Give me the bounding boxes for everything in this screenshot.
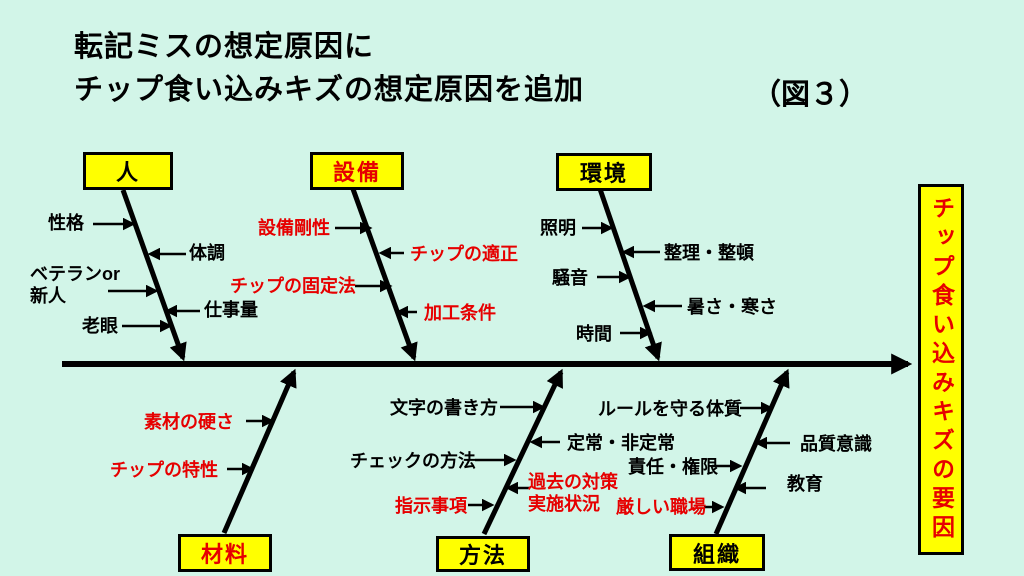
cause-shigotoryo: 仕事量 <box>204 300 258 320</box>
cause-chip-koteiho: チップの固定法 <box>230 276 356 296</box>
effect-box: チップ食い込みキズの要因 <box>918 184 964 555</box>
bone-equipment <box>350 188 418 362</box>
bone-method <box>481 368 564 536</box>
cause-atsusa-samusa: 暑さ・寒さ <box>687 297 777 317</box>
category-label-environment: 環境 <box>579 161 628 186</box>
cause-kako-joken: 加工条件 <box>424 303 496 323</box>
cause-shomei: 照明 <box>540 218 576 238</box>
category-box-material: 材料 <box>178 534 272 572</box>
bone-organization <box>713 368 790 536</box>
bone-material <box>221 368 297 534</box>
cause-seikaku: 性格 <box>48 213 84 233</box>
title-line1: 転記ミスの想定原因に <box>74 31 375 63</box>
cause-check-hoho: チェックの方法 <box>350 451 476 471</box>
category-label-organization: 組織 <box>692 541 741 567</box>
cause-rule-taishitsu: ルールを守る体質 <box>598 399 742 419</box>
cause-sekinin-kengen: 責任・権限 <box>628 457 718 477</box>
category-box-environment: 環境 <box>556 153 652 191</box>
cause-sozai-katasa: 素材の硬さ <box>144 412 234 432</box>
cause-rogan: 老眼 <box>82 316 118 336</box>
cause-veteran: ベテランor 新人 <box>30 264 120 306</box>
category-label-person: 人 <box>115 160 140 185</box>
cause-setsubi-gosei: 設備剛性 <box>258 218 330 238</box>
title-line2: チップ食い込みキズの想定原因を追加 <box>74 74 585 106</box>
cause-kyoiku: 教育 <box>787 474 823 494</box>
cause-jikan: 時間 <box>576 324 612 344</box>
category-label-method: 方法 <box>458 543 507 568</box>
bone-person <box>120 189 187 362</box>
cause-moji-kakikata: 文字の書き方 <box>390 398 498 418</box>
category-box-person: 人 <box>83 152 173 190</box>
category-label-equipment: 設備 <box>332 160 381 185</box>
category-box-organization: 組織 <box>669 534 765 571</box>
cause-shiji-jiko: 指示事項 <box>395 496 467 516</box>
category-box-method: 方法 <box>436 536 530 572</box>
cause-seiri-seiton: 整理・整頓 <box>664 243 754 263</box>
cause-chip-tekisei: チップの適正 <box>410 244 518 264</box>
cause-taicho: 体調 <box>189 243 225 263</box>
category-box-equipment: 設備 <box>310 152 404 190</box>
figure-number-label: （図３） <box>752 79 869 111</box>
category-label-material: 材料 <box>200 542 249 567</box>
cause-kibishii-shokuba: 厳しい職場 <box>616 497 706 517</box>
diagram-title: 転記ミスの想定原因に チップ食い込みキズの想定原因を追加 <box>74 26 584 112</box>
cause-soon: 騒音 <box>552 268 588 288</box>
cause-teijo-hiteijo: 定常・非定常 <box>567 433 675 453</box>
effect-label: チップ食い込みキズの要因 <box>928 195 955 544</box>
cause-kako-taisaku: 過去の対策 実施状況 <box>528 472 618 514</box>
cause-chip-tokusei: チップの特性 <box>110 460 218 480</box>
cause-hinshitsu-ishiki: 品質意識 <box>800 434 872 454</box>
